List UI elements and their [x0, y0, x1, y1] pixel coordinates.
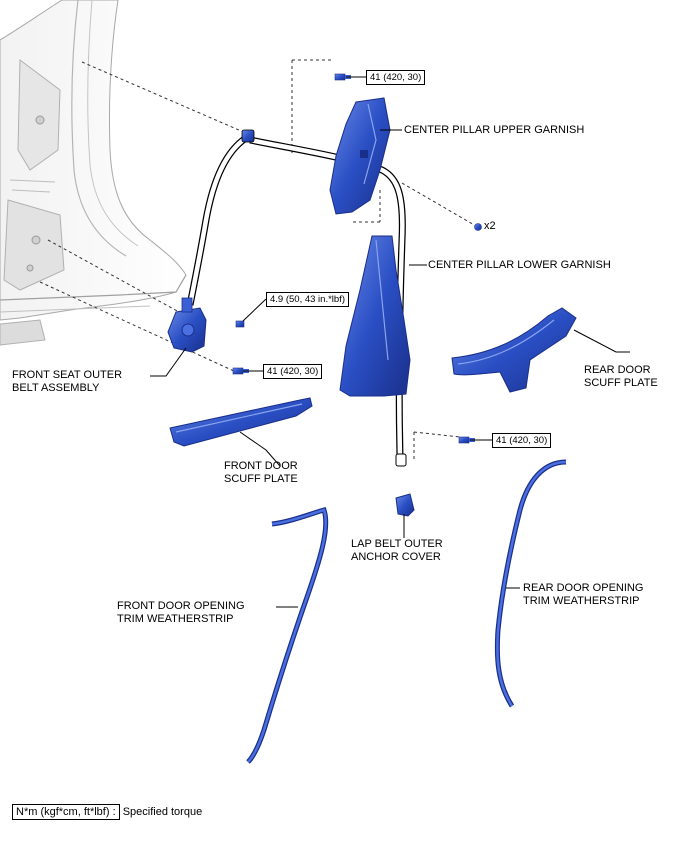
center-pillar-lower-garnish: [339, 235, 411, 397]
rear-door-scuff-plate: [451, 307, 577, 393]
label-center-pillar-lower-garnish: CENTER PILLAR LOWER GARNISH: [428, 259, 611, 271]
center-pillar-upper-garnish: [329, 97, 391, 215]
torque-box-retractor-anchor: 41 (420, 30): [263, 364, 323, 379]
clip-icon: [474, 223, 482, 231]
label-center-pillar-upper-garnish: CENTER PILLAR UPPER GARNISH: [404, 124, 585, 136]
label-front-door-scuff-line2: SCUFF PLATE: [224, 473, 298, 485]
label-clip-count: x2: [484, 220, 496, 232]
front-seat-outer-belt-retractor: [167, 297, 207, 353]
front-door-scuff-plate: [169, 397, 313, 447]
label-rear-door-scuff-line1: REAR DOOR: [584, 364, 651, 376]
label-rear-door-weatherstrip-line1: REAR DOOR OPENING: [523, 582, 644, 594]
label-front-door-weatherstrip-line1: FRONT DOOR OPENING: [117, 600, 245, 612]
legend-description: Specified torque: [122, 806, 203, 818]
torque-box-upper-anchor: 41 (420, 30): [366, 70, 426, 85]
label-lap-belt-cover-line1: LAP BELT OUTER: [351, 538, 443, 550]
label-lap-belt-cover-line2: ANCHOR COVER: [351, 551, 441, 563]
legend-unit-key: N*m (kgf*cm, ft*lbf) :: [12, 804, 120, 820]
rear-door-opening-weatherstrip: [494, 459, 567, 708]
vehicle-body-panel: [0, 0, 187, 346]
front-door-opening-weatherstrip: [246, 506, 329, 764]
torque-box-retractor-bolt: 4.9 (50, 43 in.*lbf): [266, 292, 349, 307]
torque-box-lower-anchor: 41 (420, 30): [492, 433, 552, 448]
label-front-seat-outer-belt-line1: FRONT SEAT OUTER: [12, 369, 123, 381]
label-rear-door-scuff-line2: SCUFF PLATE: [584, 377, 658, 389]
lap-belt-outer-anchor-cover: [395, 493, 415, 517]
callout-leaders: [150, 76, 630, 608]
label-front-door-weatherstrip-line2: TRIM WEATHERSTRIP: [117, 613, 234, 625]
label-front-door-scuff-line1: FRONT DOOR: [224, 460, 298, 472]
bolt-icon: [235, 320, 245, 328]
label-rear-door-weatherstrip-line2: TRIM WEATHERSTRIP: [523, 595, 640, 607]
torque-legend: N*m (kgf*cm, ft*lbf) : Specified torque: [12, 804, 203, 820]
label-front-seat-outer-belt-line2: BELT ASSEMBLY: [12, 382, 100, 394]
dashed-leaders: [39, 59, 477, 462]
